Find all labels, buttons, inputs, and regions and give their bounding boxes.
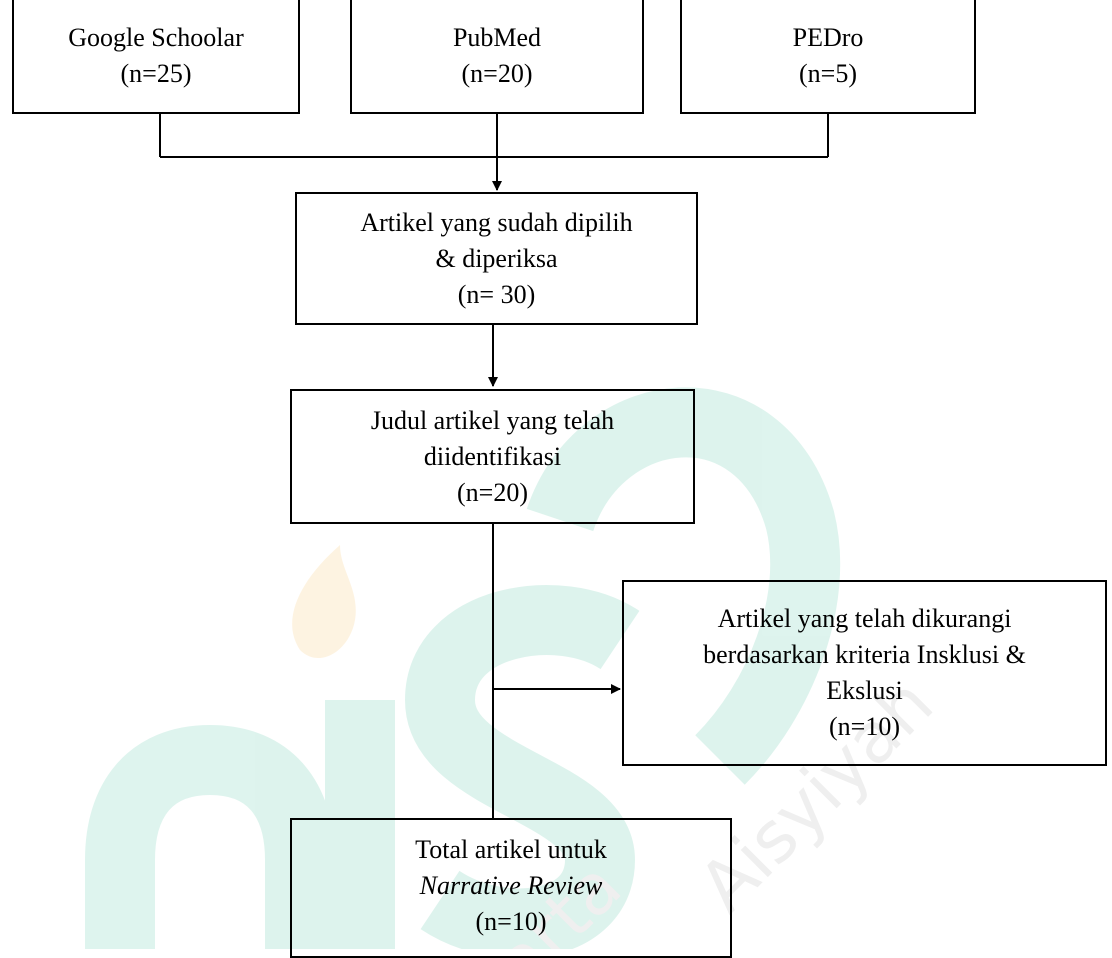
identified-line-1: Judul artikel yang telah xyxy=(370,405,615,435)
screened-line-1: Artikel yang sudah dipilih xyxy=(360,207,633,237)
total-count: (n=10) xyxy=(475,907,547,936)
identified-line-2: diidentifikasi xyxy=(423,441,562,471)
excluded-line-3: Ekslusi xyxy=(826,676,903,705)
excluded-articles-box: Artikel yang telah dikurangi berdasarkan… xyxy=(622,580,1107,766)
watermark-flame-icon xyxy=(292,545,356,659)
source-count: (n=5) xyxy=(799,59,857,88)
total-line-2-italic: Narrative Review xyxy=(419,871,603,900)
total-line-1: Total artikel untuk xyxy=(415,835,607,864)
source-box-pedro: PEDro (n=5) xyxy=(680,0,976,114)
watermark-stroke-4 xyxy=(526,387,841,785)
screened-articles-box: Artikel yang sudah dipilih & diperiksa (… xyxy=(295,192,698,325)
excluded-line-1: Artikel yang telah dikurangi xyxy=(717,604,1012,633)
watermark-stroke-3 xyxy=(404,585,640,949)
total-articles-box: Total artikel untuk Narrative Review (n=… xyxy=(290,818,732,958)
source-name: PEDro xyxy=(792,23,864,52)
identified-count: (n=20) xyxy=(457,477,528,507)
source-box-google-scholar: Google Schoolar (n=25) xyxy=(12,0,300,114)
source-box-pubmed: PubMed (n=20) xyxy=(350,0,644,114)
identified-titles-box: Judul artikel yang telah diidentifikasi … xyxy=(290,389,695,524)
screened-count: (n= 30) xyxy=(457,279,536,309)
screened-line-2: & diperiksa xyxy=(435,243,558,273)
source-count: (n=20) xyxy=(461,59,533,88)
excluded-count: (n=10) xyxy=(829,712,900,741)
watermark-stroke-1 xyxy=(85,724,335,949)
source-name: PubMed xyxy=(452,23,542,52)
source-count: (n=25) xyxy=(120,59,192,88)
source-name: Google Schoolar xyxy=(68,23,244,52)
excluded-line-2: berdasarkan kriteria Insklusi & xyxy=(703,640,1026,669)
